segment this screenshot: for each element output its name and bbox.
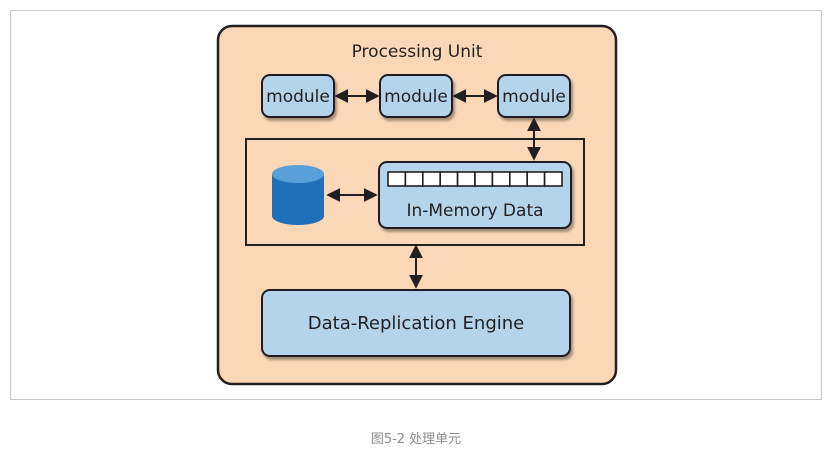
module-box-2	[379, 74, 453, 118]
memory-cell	[456, 171, 476, 187]
database-icon	[272, 165, 324, 225]
memory-cell	[543, 171, 563, 187]
memory-cell	[404, 171, 424, 187]
module-box-3	[497, 74, 571, 118]
memory-cells	[387, 171, 563, 187]
module-label-3: module	[502, 87, 566, 107]
memory-cell	[491, 171, 511, 187]
memory-cell	[526, 171, 546, 187]
figure-caption: 图5-2 处理单元	[370, 432, 462, 447]
data-replication-engine-box	[261, 289, 571, 357]
in-memory-data-label: In-Memory Data	[406, 201, 543, 221]
module-label-1: module	[266, 87, 330, 107]
memory-cell	[439, 171, 459, 187]
data-replication-engine-label: Data-Replication Engine	[308, 313, 525, 334]
module-label-2: module	[384, 87, 448, 107]
memory-cell	[508, 171, 528, 187]
memory-cell	[387, 171, 407, 187]
module-box-1	[261, 74, 335, 118]
memory-cell	[474, 171, 494, 187]
processing-unit-title: Processing Unit	[352, 42, 483, 62]
memory-cell	[421, 171, 441, 187]
